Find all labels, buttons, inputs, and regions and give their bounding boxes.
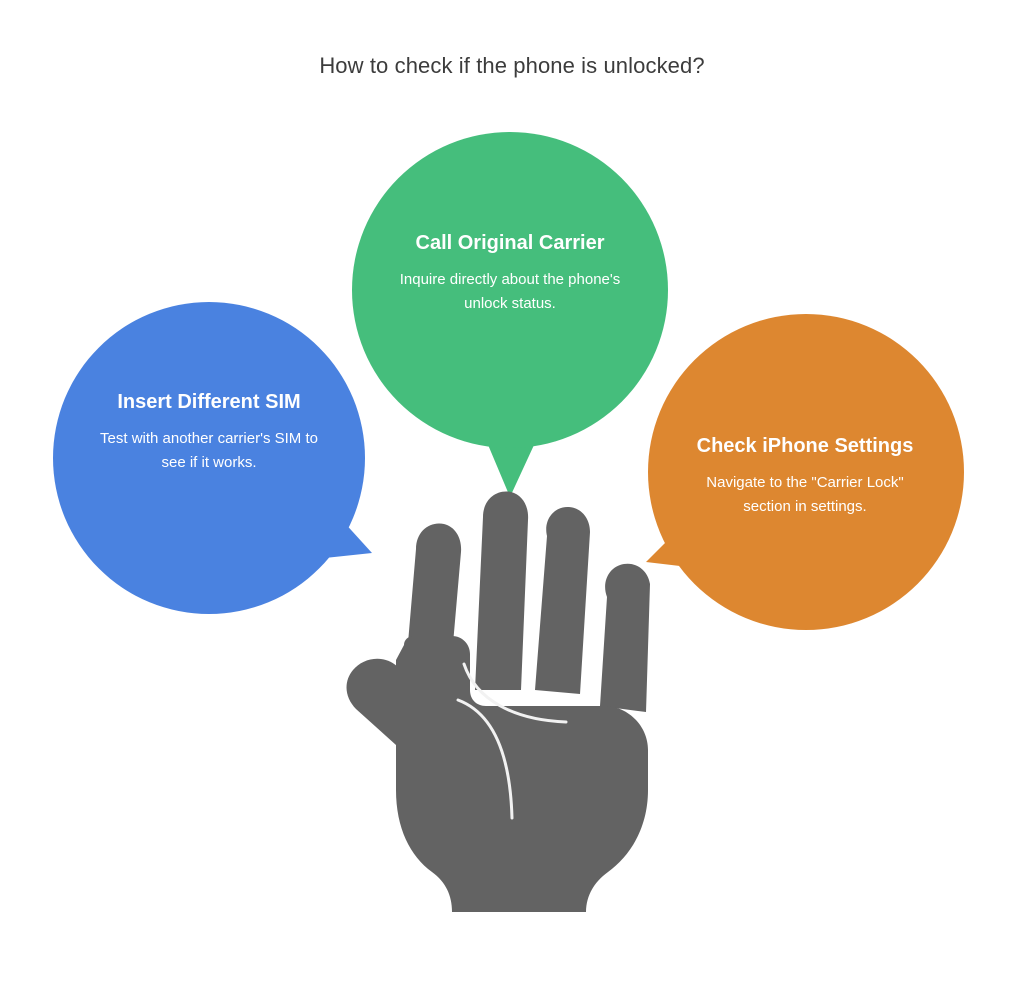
open-hand-illustration xyxy=(346,491,650,912)
hand-finger-ring xyxy=(535,506,590,694)
page-title: How to check if the phone is unlocked? xyxy=(319,53,705,78)
bubble-green-circle xyxy=(352,132,668,448)
bubble-blue-insert-different-sim[interactable] xyxy=(53,302,372,614)
bubble-blue-circle xyxy=(53,302,365,614)
bubble-green-call-original-carrier[interactable] xyxy=(352,132,668,497)
bubble-orange-check-iphone-settings[interactable] xyxy=(646,314,964,630)
hand-wrist xyxy=(452,840,586,912)
hand-finger-little xyxy=(600,563,650,712)
hand-palm-line-upper xyxy=(462,662,568,724)
bubble-orange-circle xyxy=(648,314,964,630)
hand-finger-middle xyxy=(475,491,529,690)
hand-palm-line-lower xyxy=(456,698,514,820)
